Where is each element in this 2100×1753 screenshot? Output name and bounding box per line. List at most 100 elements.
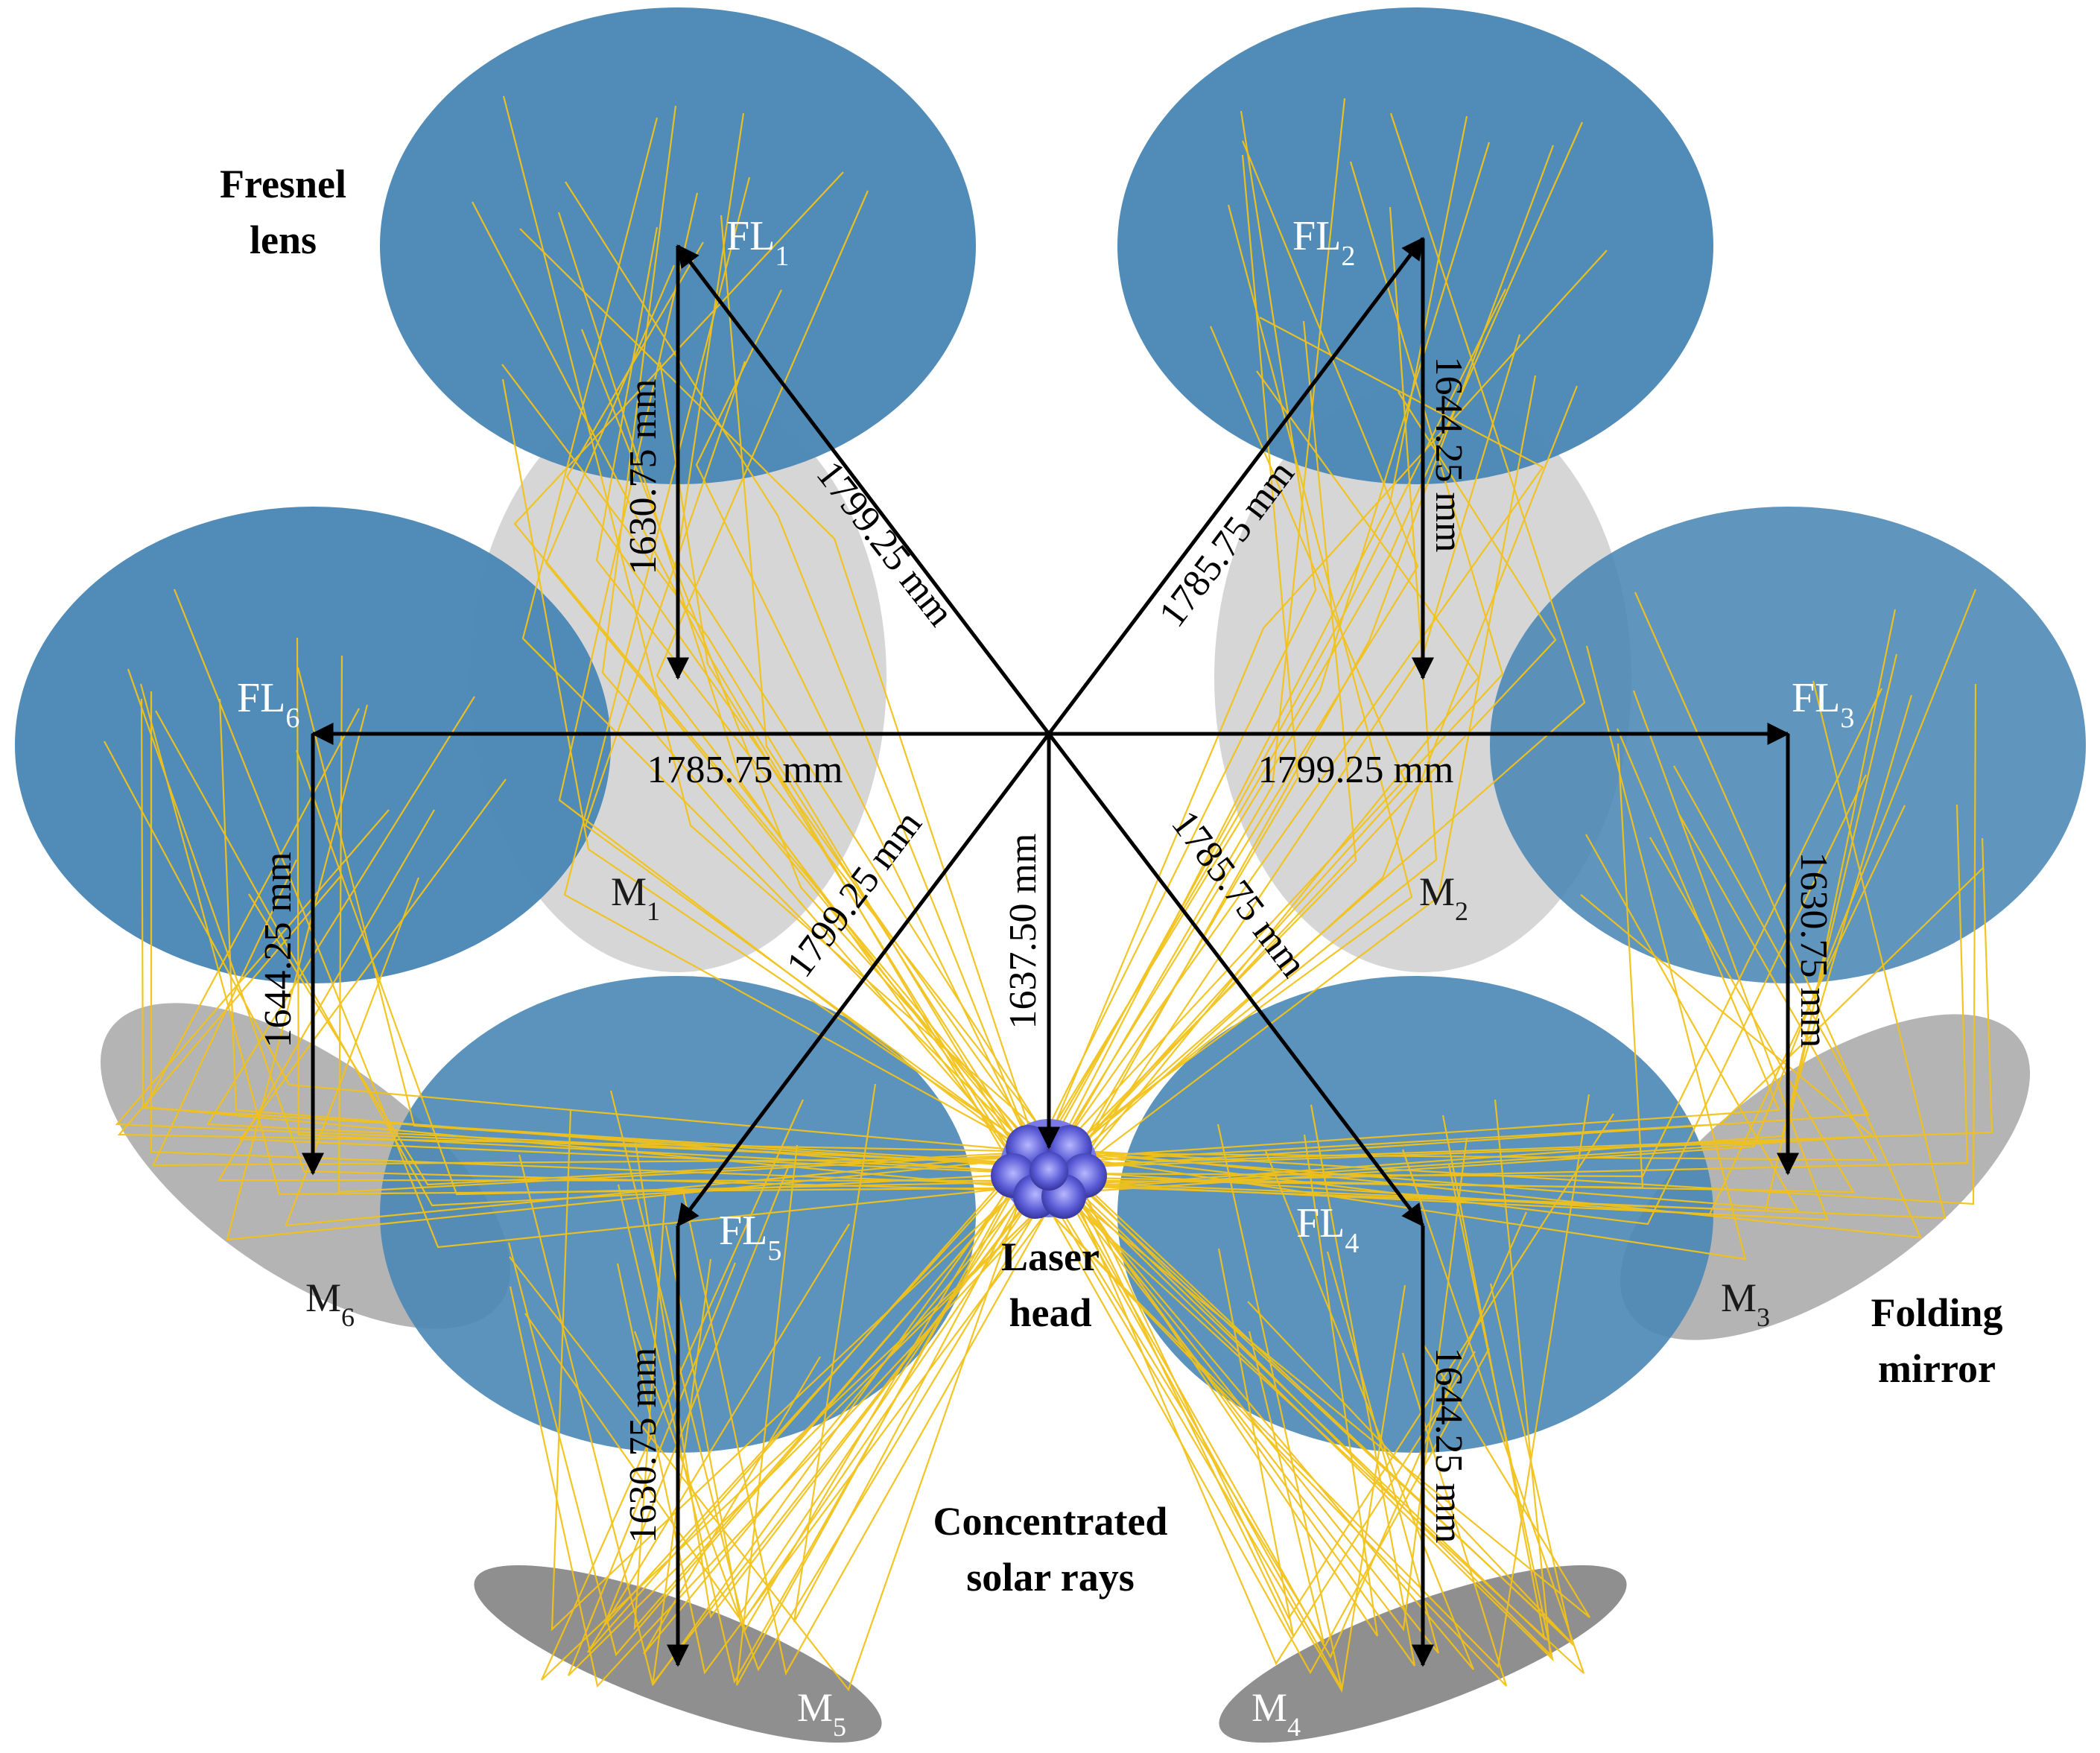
solar-ray (1064, 385, 1579, 1168)
solar-ray (1038, 837, 1993, 1167)
solar-ray (507, 1175, 1027, 1657)
solar-ray (659, 361, 1030, 1185)
arrow-center-fl4 (1047, 732, 1424, 1227)
solar-ray (1044, 1173, 1590, 1618)
solar-ray (651, 1156, 1032, 1686)
dist-fl3-m3: 1630.75 mm (1792, 852, 1835, 1048)
solar-ray (1042, 121, 1584, 1151)
solar-ray (144, 708, 1043, 1191)
solar-ray (720, 215, 1031, 1159)
solar-ray (1054, 1134, 1379, 1637)
solar-ray (1035, 894, 1875, 1193)
annotation-solar-rays-line1: Concentrated (933, 1499, 1168, 1544)
solar-ray (664, 1156, 1062, 1626)
solar-ray (296, 667, 1056, 1170)
solar-ray (1034, 161, 1504, 1178)
solar-ray (735, 1144, 1029, 1686)
solar-ray (1066, 814, 1878, 1161)
solar-ray (115, 809, 1030, 1165)
solar-ray (1031, 250, 1608, 1179)
solar-ray (1035, 765, 1870, 1171)
solar-ray (1043, 140, 1419, 1173)
solar-ray (616, 1180, 1070, 1675)
solar-ray (155, 710, 1051, 1207)
solar-ray (1062, 834, 1799, 1211)
label-m5: M5 (797, 1685, 846, 1742)
solar-ray (580, 329, 1072, 1188)
solar-ray (1073, 774, 1867, 1226)
solar-ray (509, 1191, 1057, 1688)
solar-ray (1038, 694, 1913, 1191)
dist-fl4-m4: 1644.25 mm (1427, 1348, 1470, 1544)
dist-center-fl3: 1799.25 mm (1258, 749, 1454, 791)
solar-ray (1059, 1115, 1546, 1641)
solar-ray (1050, 206, 1438, 1168)
solar-ray (1055, 375, 1537, 1187)
solar-ray (1053, 154, 1299, 1193)
solar-ray (633, 1148, 1075, 1672)
solar-ray (1046, 98, 1346, 1174)
solar-ray (150, 691, 1040, 1187)
annotation-fresnel-lens-line2: lens (250, 218, 317, 262)
solar-ray (1050, 317, 1544, 1162)
solar-ray (617, 1155, 1035, 1684)
solar-ray (1027, 1149, 1585, 1674)
solar-ray (509, 1150, 1038, 1692)
annotation-fresnel-lens-line1: Fresnel (220, 162, 346, 206)
solar-ray (1059, 743, 1644, 1189)
solar-ray (295, 749, 1042, 1196)
label-fl1: FL1 (726, 213, 789, 272)
solar-ray (1065, 680, 1947, 1220)
solar-ray (595, 226, 1062, 1156)
solar-ray (1024, 1185, 1508, 1687)
concentrated-solar-rays (104, 95, 1993, 1693)
solar-ray (584, 361, 1032, 1151)
solar-ray (1025, 1094, 1590, 1669)
solar-ray (695, 289, 1041, 1165)
solar-ray (1058, 1153, 1295, 1637)
solar-ray (558, 192, 1042, 1165)
label-m4: M4 (1252, 1685, 1301, 1742)
solar-ray (104, 741, 1056, 1155)
solar-ray (238, 779, 1053, 1176)
solar-ray (1049, 728, 1780, 1161)
solar-ray (565, 181, 1033, 1150)
arrow-center-fl5 (676, 732, 1050, 1227)
solar-ray (793, 1083, 1045, 1623)
solar-ray (1056, 112, 1586, 1167)
dist-fl1-m1: 1630.75 mm (622, 379, 664, 575)
annotation-folding-mirror-line1: Folding (1871, 1290, 2002, 1335)
solar-ray (152, 859, 1045, 1167)
solar-ray (501, 378, 1048, 1160)
label-m2: M2 (1419, 869, 1468, 926)
solar-ray (1040, 326, 1408, 1191)
solar-ray (1059, 683, 1977, 1205)
arrow-center-fl2 (1047, 237, 1424, 735)
label-fl2: FL2 (1292, 213, 1355, 272)
label-fl5: FL5 (719, 1208, 781, 1267)
solar-ray (296, 637, 1036, 1173)
arrow-center-fl1 (676, 244, 1050, 735)
label-m3: M3 (1721, 1275, 1770, 1332)
annotation-laser-head-line2: head (1009, 1290, 1091, 1335)
solar-ray (502, 95, 1068, 1156)
solar-ray (521, 117, 1059, 1179)
solar-ray (551, 1109, 1038, 1632)
solar-ray (1042, 804, 1969, 1185)
solar-ray (540, 1099, 1066, 1681)
solar-ray (519, 228, 1046, 1174)
dist-fl5-m5: 1630.75 mm (622, 1348, 664, 1544)
solar-ray (634, 1142, 1035, 1619)
solar-ray (1056, 204, 1413, 1156)
solar-ray (681, 1179, 1065, 1676)
label-fl4: FL4 (1296, 1200, 1359, 1259)
solar-ray (1062, 1150, 1475, 1670)
solar-ray (1065, 589, 1977, 1194)
label-fl3: FL3 (1792, 675, 1854, 734)
solar-ray (1024, 1164, 1490, 1675)
solar-ray (1063, 1113, 1614, 1620)
solar-ray (1037, 1155, 1554, 1662)
solar-ray (603, 1156, 1030, 1626)
dist-fl6-m6: 1644.25 mm (257, 852, 299, 1048)
